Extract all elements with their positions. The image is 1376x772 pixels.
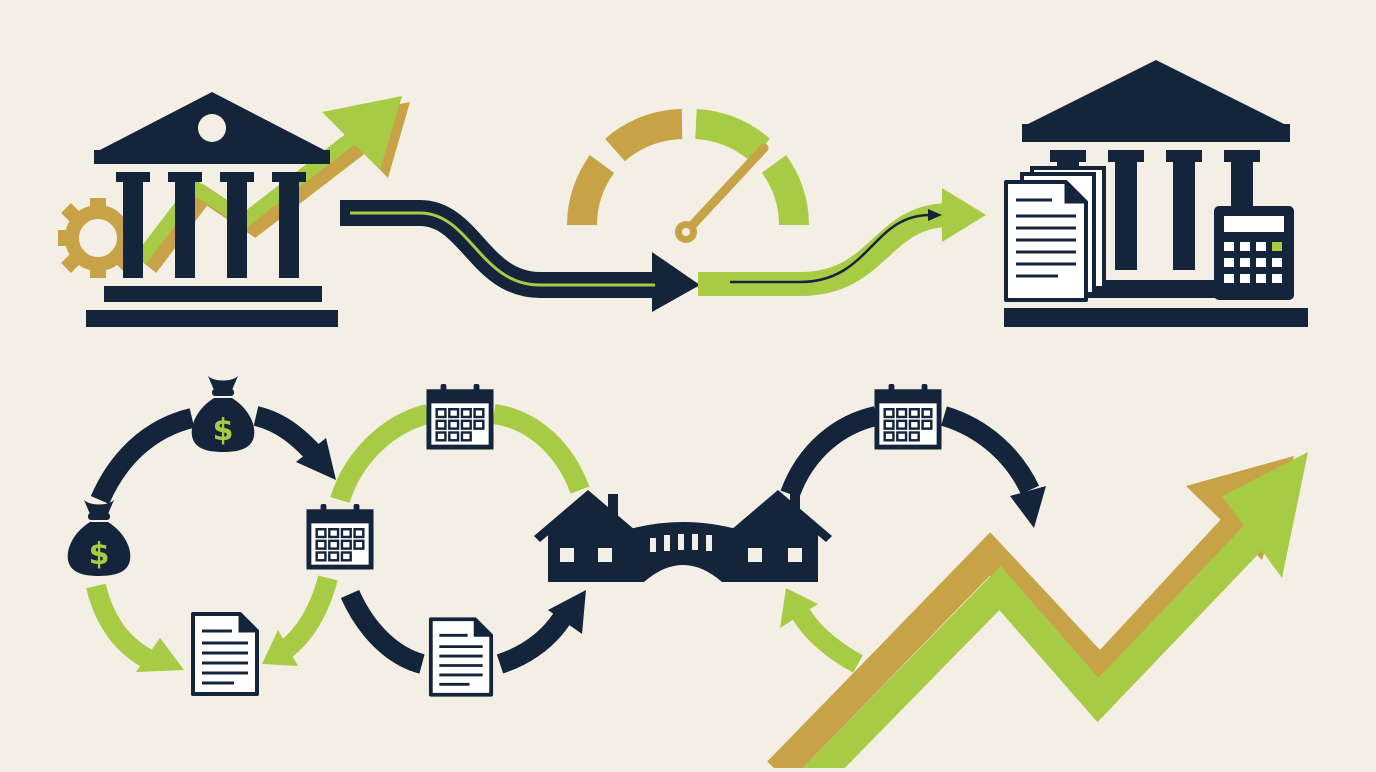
money-bag-icon: $ [67,500,131,576]
flow-arrow-icon [698,188,986,296]
zigzag-growth-arrow-icon [767,452,1308,772]
bank-building-icon [1004,60,1308,327]
cycle-arrow-icon [780,406,1046,673]
document-icon [193,614,257,694]
currency-symbol: $ [89,537,110,572]
calculator-icon [1214,206,1294,300]
house-icon [534,490,642,582]
speedometer-gauge-icon [567,109,809,243]
house-icon [724,490,832,582]
documents-icon [1004,166,1106,302]
currency-symbol: $ [213,413,234,448]
document-icon [428,617,494,697]
money-bag-icon: $ [191,376,255,452]
flow-arrow-icon [340,200,700,312]
calendar-icon [877,384,939,447]
bank-building-icon [86,92,338,327]
cycle-arrow-icon [86,406,338,672]
cycle-arrow-icon [330,404,590,674]
bridge-icon [626,522,740,582]
calendar-icon [429,384,491,447]
calendar-icon [309,504,371,567]
